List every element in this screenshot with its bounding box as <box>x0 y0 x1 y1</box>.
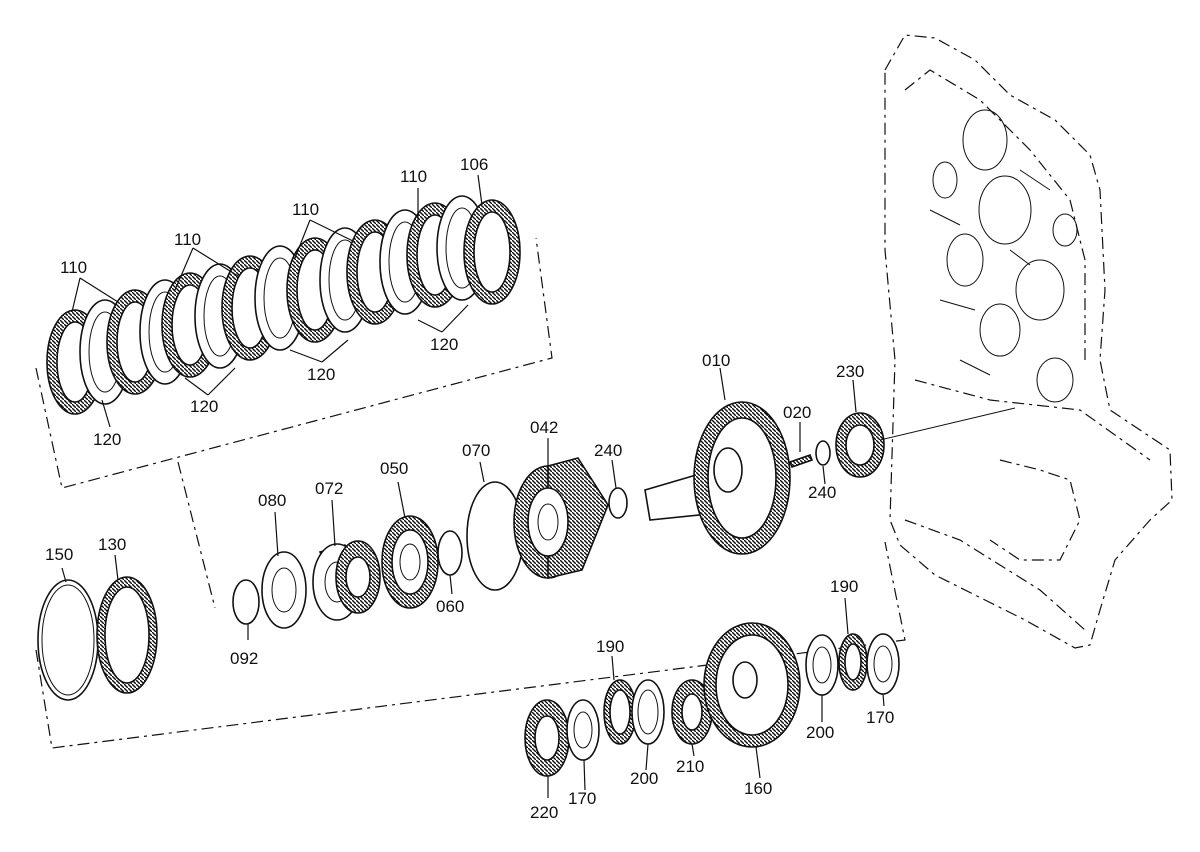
callout-160: 160 <box>744 779 772 798</box>
callout-072: 072 <box>315 479 343 498</box>
callout-110-d: 110 <box>400 167 427 186</box>
callout-120-a: 120 <box>93 430 121 449</box>
callout-170-a: 170 <box>568 789 596 808</box>
callout-170-b: 170 <box>866 708 894 727</box>
callout-190-b: 190 <box>830 577 858 596</box>
callout-190-a: 190 <box>596 637 624 656</box>
callout-092: 092 <box>230 649 258 668</box>
callout-130: 130 <box>98 535 126 554</box>
callout-150: 150 <box>45 545 73 564</box>
callout-labels: 010 020 042 050 060 070 072 080 092 106 … <box>45 155 894 822</box>
callout-200-b: 200 <box>806 723 834 742</box>
callout-070: 070 <box>462 441 490 460</box>
callout-050: 050 <box>380 459 408 478</box>
middle-parts <box>37 401 1016 701</box>
callout-080: 080 <box>258 491 286 510</box>
callout-060: 060 <box>436 597 464 616</box>
callout-120-b: 120 <box>190 397 218 416</box>
callout-106: 106 <box>460 155 488 174</box>
callout-240-b: 240 <box>808 483 836 502</box>
callout-120-c: 120 <box>307 365 335 384</box>
callout-200-a: 200 <box>630 769 658 788</box>
upper-frame <box>35 237 553 489</box>
callout-010: 010 <box>702 351 730 370</box>
transmission-housing <box>884 34 1173 649</box>
lower-parts <box>524 622 900 777</box>
callout-120-d: 120 <box>430 335 458 354</box>
clutch-disc-pack <box>46 195 521 415</box>
callout-110-c: 110 <box>292 200 319 219</box>
callout-240-a: 240 <box>594 441 622 460</box>
callout-042: 042 <box>530 418 558 437</box>
callout-210: 210 <box>676 757 704 776</box>
callout-110-a: 110 <box>60 258 87 277</box>
callout-110-b: 110 <box>174 230 201 249</box>
leader-lines <box>61 174 885 798</box>
callout-220: 220 <box>530 803 558 822</box>
callout-020: 020 <box>783 403 811 422</box>
callout-230: 230 <box>836 362 864 381</box>
middle-frame <box>35 461 906 749</box>
